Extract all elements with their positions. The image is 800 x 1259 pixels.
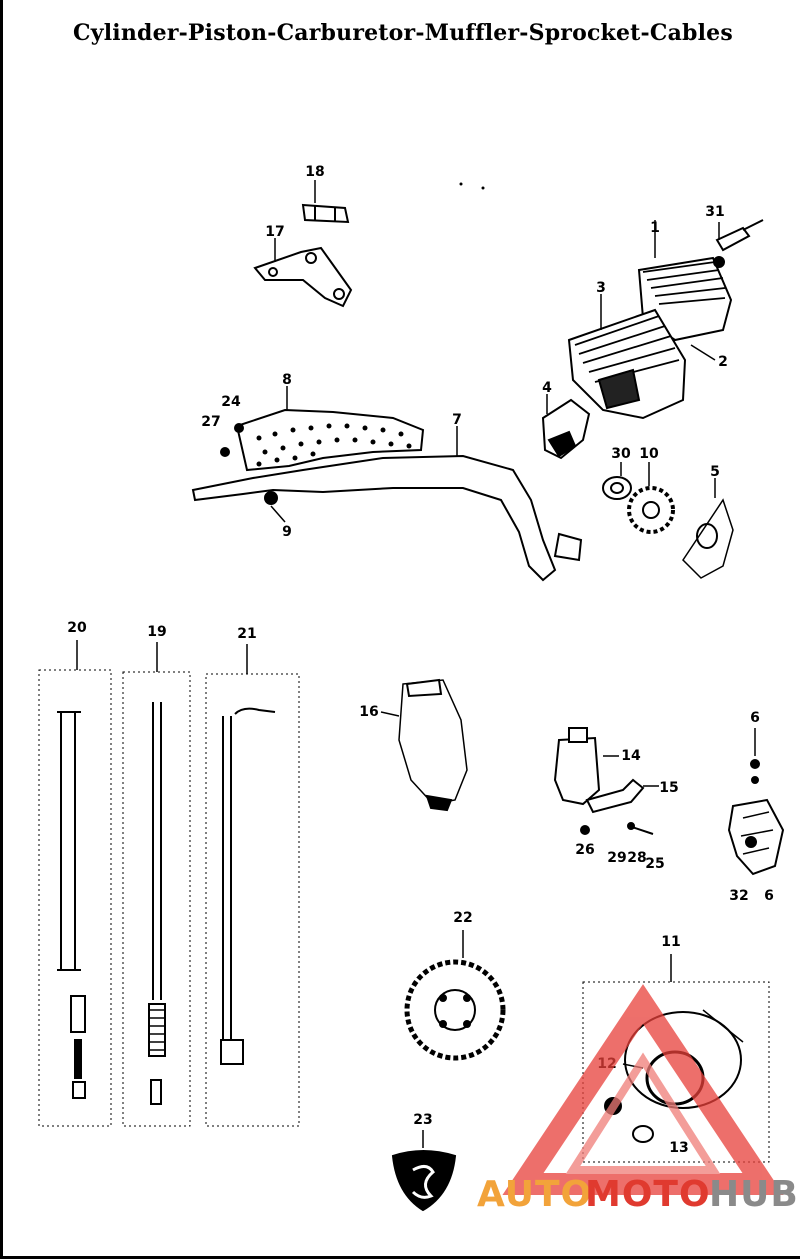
callout-18: 18 <box>305 164 324 180</box>
callout-23: 23 <box>413 1112 432 1128</box>
callout-20: 20 <box>67 620 87 636</box>
watermark-triangle-logo <box>502 984 784 1195</box>
callout-19: 19 <box>147 624 166 640</box>
watermark-moto: MOTO <box>585 1174 711 1215</box>
callout-31: 31 <box>705 204 724 220</box>
part-4-piston <box>541 394 591 460</box>
callout-22: 22 <box>453 910 472 926</box>
part-3-cylinder-head <box>567 294 687 420</box>
callout-17: 17 <box>265 224 284 240</box>
part-29-screw <box>627 822 654 835</box>
part-8-heat-shield <box>235 386 425 472</box>
callout-2: 2 <box>718 354 728 370</box>
callout-4: 4 <box>542 380 552 396</box>
part-6-carburetor-assembly <box>727 728 785 876</box>
watermark-hub: HUB <box>709 1174 799 1215</box>
callout-14: 14 <box>621 748 641 764</box>
callout-13: 13 <box>669 1140 688 1156</box>
callout-10: 10 <box>639 446 659 462</box>
callout-11: 11 <box>661 934 680 950</box>
part-31-spark-plug <box>713 219 764 268</box>
callout-24: 24 <box>221 394 241 410</box>
part-20-cable <box>38 640 112 1127</box>
automotohub-watermark: AUTO MOTO HUB <box>477 984 799 1215</box>
callout-9: 9 <box>282 524 292 540</box>
part-23-emblem <box>391 1130 457 1212</box>
callout-6-lower: 6 <box>764 888 774 904</box>
watermark-auto: AUTO <box>477 1174 592 1215</box>
callout-21: 21 <box>237 626 256 642</box>
diagram-title: Cylinder-Piston-Carburetor-Muffler-Sproc… <box>73 20 733 46</box>
part-22-rear-sprocket <box>404 930 506 1061</box>
callout-27: 27 <box>201 414 220 430</box>
part-26-washer <box>580 825 590 835</box>
callout-26: 26 <box>575 842 594 858</box>
part-15-throttle-arm <box>585 778 659 814</box>
callout-16: 16 <box>359 704 378 720</box>
part-17-bracket <box>253 238 353 308</box>
part-19-cable <box>122 642 191 1127</box>
callout-5: 5 <box>710 464 720 480</box>
callout-3: 3 <box>596 280 606 296</box>
part-7-muffler <box>191 426 583 582</box>
callout-6-upper: 6 <box>750 710 760 726</box>
part-5-sprocket-cover <box>682 478 734 579</box>
callout-32: 32 <box>729 888 748 904</box>
part-9-bolt <box>264 491 286 523</box>
callout-30: 30 <box>611 446 631 462</box>
callout-25: 25 <box>645 856 664 872</box>
part-16-air-cleaner-cover <box>380 678 468 812</box>
callout-15: 15 <box>659 780 678 796</box>
part-21-cable <box>205 644 300 1127</box>
part-14-carburetor <box>553 727 619 806</box>
part-10-drive-sprocket <box>627 462 675 534</box>
part-24-bolt <box>234 423 244 433</box>
part-30-washer <box>602 462 632 500</box>
callout-8: 8 <box>282 372 292 388</box>
part-18-clamp <box>301 180 350 224</box>
part-27-nut <box>220 447 230 457</box>
callout-7: 7 <box>452 412 462 428</box>
callout-28: 28 <box>627 850 646 866</box>
callout-29: 29 <box>607 850 626 866</box>
exploded-parts-diagram: 18 17 1 31 3 2 4 8 24 27 7 30 10 5 9 20 … <box>38 164 799 1215</box>
callout-1: 1 <box>650 220 660 236</box>
